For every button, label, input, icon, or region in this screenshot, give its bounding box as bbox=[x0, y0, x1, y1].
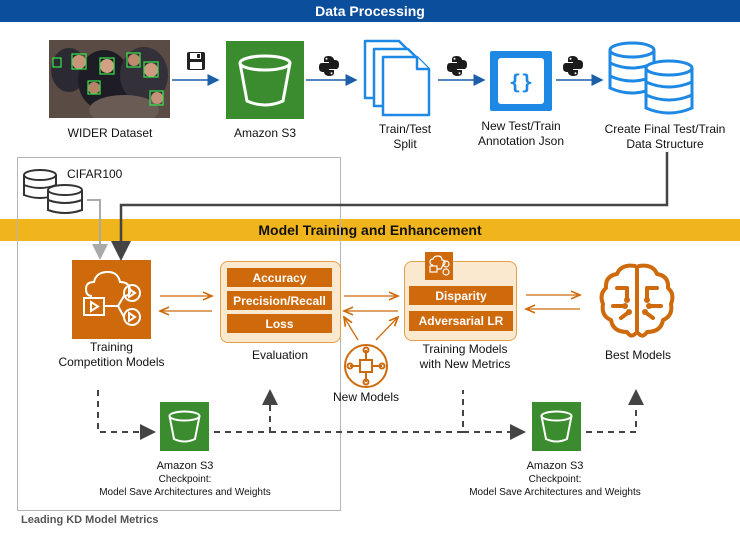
dashed-flow bbox=[97, 390, 156, 440]
training-new-metrics-line2: with New Metrics bbox=[419, 357, 511, 371]
train-test-split-line1: Train/Test bbox=[378, 122, 432, 136]
annotation-json-line1: New Test/Train bbox=[481, 119, 561, 133]
disparity-metric: Disparity bbox=[409, 286, 513, 305]
database-icon bbox=[606, 40, 698, 118]
checkpoint-left-title: Amazon S3 bbox=[156, 460, 214, 472]
orange-arrow bbox=[344, 317, 359, 341]
training-new-metrics-label: Training Models with New Metrics bbox=[400, 342, 530, 372]
brain-icon bbox=[597, 260, 677, 340]
new-models-label: New Models bbox=[332, 390, 400, 404]
data-processing-banner: Data Processing bbox=[0, 0, 740, 22]
floppy-disk-icon bbox=[186, 51, 206, 71]
checkpoint-left-detail: Model Save Architectures and Weights bbox=[99, 487, 271, 498]
accuracy-metric: Accuracy bbox=[227, 268, 332, 287]
json-file-icon: {} bbox=[490, 51, 552, 111]
training-competition-line2: Competition Models bbox=[58, 355, 165, 369]
orange-arrow bbox=[375, 317, 398, 341]
amazon-s3-checkpoint-left-icon bbox=[160, 402, 209, 451]
cifar-to-training-connector bbox=[87, 199, 108, 260]
checkpoint-left-label: Amazon S3 Checkpoint: Model Save Archite… bbox=[80, 459, 290, 499]
train-test-split-label: Train/Test Split bbox=[360, 122, 450, 152]
training-competition-label: Training Competition Models bbox=[45, 340, 178, 370]
training-competition-line1: Training bbox=[90, 340, 133, 354]
final-data-structure-line2: Data Structure bbox=[626, 137, 704, 151]
loss-metric: Loss bbox=[227, 314, 332, 333]
final-data-structure-line1: Create Final Test/Train bbox=[604, 122, 726, 136]
python-icon bbox=[446, 55, 468, 77]
model-training-banner: Model Training and Enhancement bbox=[0, 219, 740, 241]
annotation-json-label: New Test/Train Annotation Json bbox=[466, 119, 576, 149]
annotation-json-line2: Annotation Json bbox=[477, 134, 565, 148]
adversarial-lr-metric: Adversarial LR bbox=[409, 311, 513, 331]
best-models-label: Best Models bbox=[604, 348, 672, 362]
model-network-icon bbox=[342, 342, 390, 390]
dashed-flow bbox=[214, 389, 278, 433]
final-data-structure-label: Create Final Test/Train Data Structure bbox=[595, 122, 735, 152]
evaluation-label: Evaluation bbox=[251, 348, 309, 362]
dashed-flow bbox=[586, 389, 644, 433]
documents-icon bbox=[362, 38, 436, 118]
cifar100-label: CIFAR100 bbox=[67, 167, 123, 181]
checkpoint-left-subtitle: Checkpoint: bbox=[158, 474, 212, 485]
checkpoint-right-detail: Model Save Architectures and Weights bbox=[469, 487, 641, 498]
checkpoint-right-label: Amazon S3 Checkpoint: Model Save Archite… bbox=[450, 459, 660, 499]
python-icon bbox=[562, 55, 584, 77]
train-test-split-line2: Split bbox=[393, 137, 417, 151]
amazon-s3-top-label: Amazon S3 bbox=[233, 126, 297, 140]
svg-text:{}: {} bbox=[509, 70, 533, 94]
leading-kd-label: Leading KD Model Metrics bbox=[21, 514, 159, 526]
wider-dataset-image bbox=[49, 40, 170, 118]
amazon-s3-top-icon bbox=[226, 41, 304, 119]
ml-training-small-icon bbox=[425, 252, 453, 280]
training-new-metrics-line1: Training Models bbox=[422, 342, 508, 356]
cifar100-database-icon bbox=[21, 168, 87, 218]
ml-training-icon bbox=[72, 260, 151, 339]
data-to-training-connector bbox=[111, 152, 669, 261]
wider-dataset-label: WIDER Dataset bbox=[67, 126, 153, 140]
checkpoint-right-subtitle: Checkpoint: bbox=[528, 474, 582, 485]
dashed-flow bbox=[270, 390, 464, 433]
checkpoint-right-title: Amazon S3 bbox=[526, 460, 584, 472]
amazon-s3-checkpoint-right-icon bbox=[532, 402, 581, 451]
precision-recall-metric: Precision/Recall bbox=[227, 291, 332, 310]
python-icon bbox=[318, 55, 340, 77]
